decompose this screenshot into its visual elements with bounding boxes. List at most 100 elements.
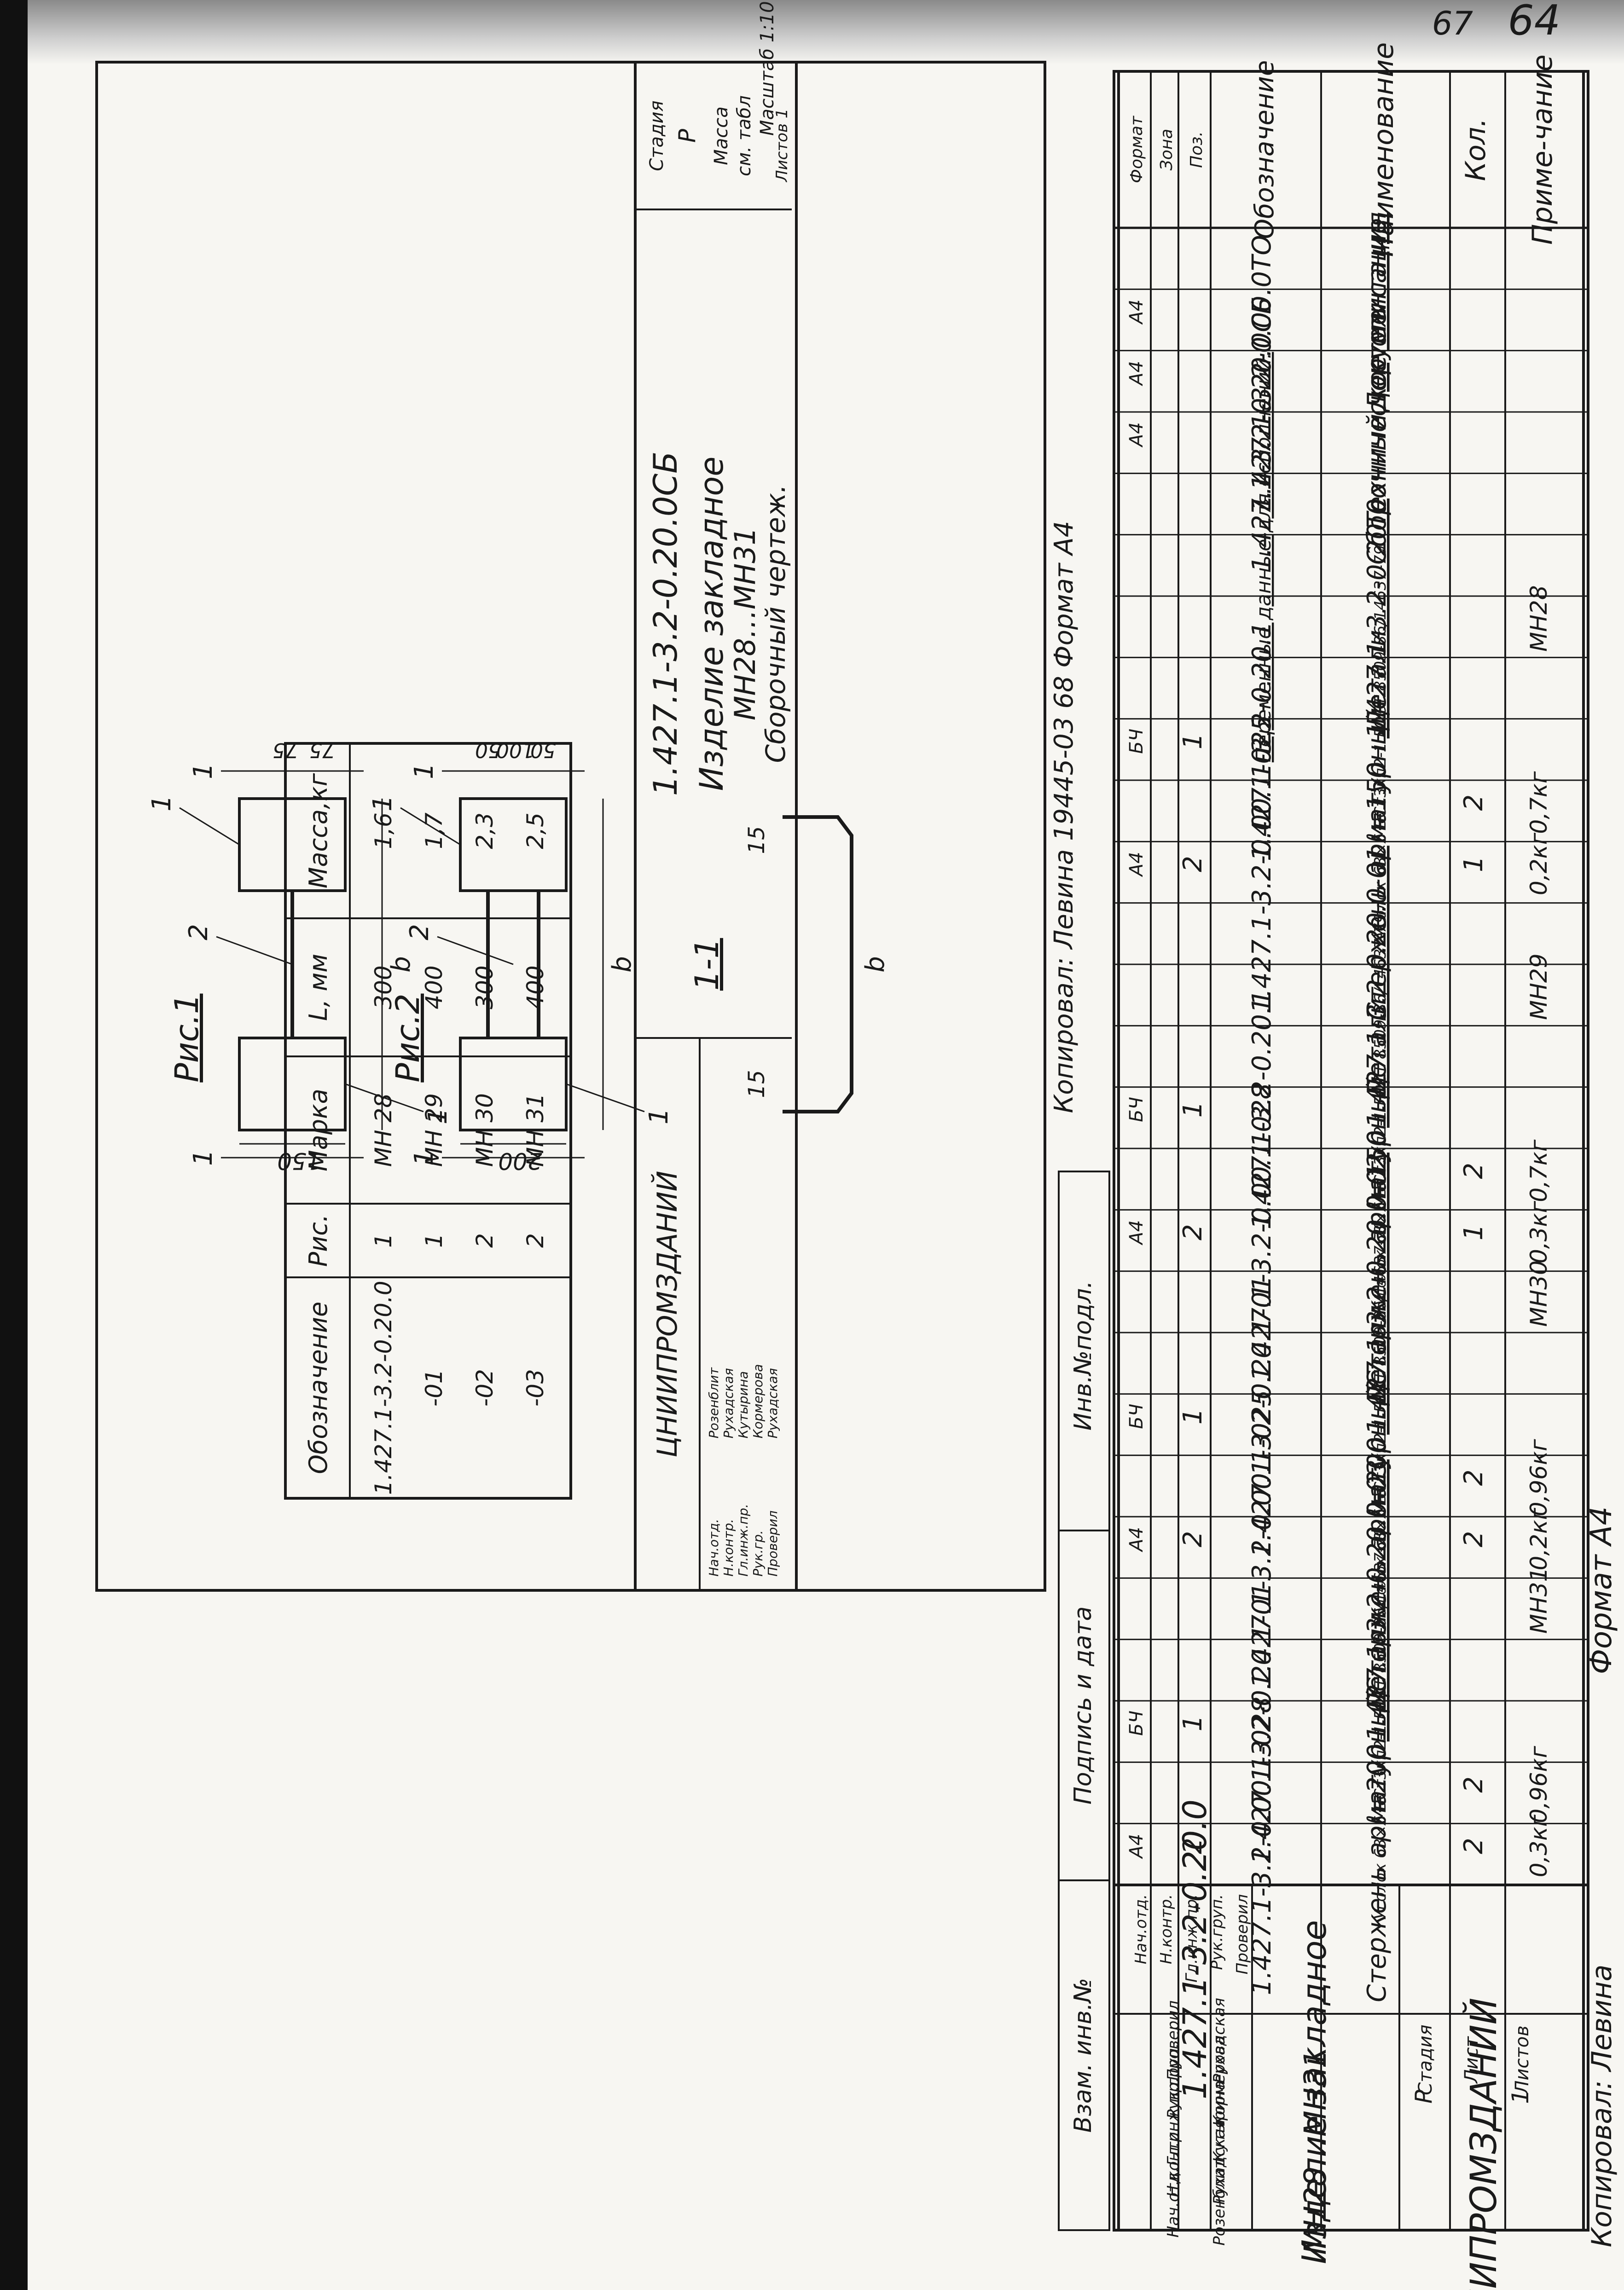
leader	[216, 936, 293, 965]
stamp-label: Взам. инв.№	[1069, 1978, 1097, 2133]
spec-title-block	[1113, 1884, 1589, 2232]
spec-cell-pos: 1	[1178, 1408, 1208, 1425]
spec-cell-note: МН31	[1525, 1567, 1552, 1634]
spec-cell-name: 1.427.1-3.2-0.20.0-03	[1362, 1460, 1392, 1742]
spec-cell-name: Стержень арматурный	[1362, 1690, 1392, 2002]
spec-tb-role: Проверил	[1233, 1894, 1252, 1974]
spec-cell-note: 0,96кг	[1525, 1745, 1552, 1823]
spec-tb-name-left: Рухадская	[1210, 2119, 1229, 2205]
spec-cell-name: ℓ=150	[1362, 762, 1392, 844]
spec-cell-qty: 1	[1459, 856, 1489, 872]
spec-tb-sheets: 1	[1507, 2089, 1534, 2104]
leader	[437, 936, 514, 965]
spec-header-qty: Кол.	[1460, 118, 1492, 181]
spec-cell-fmt: БЧ	[1126, 729, 1147, 754]
drawing-tb-code: 1.427.1-3.2-0.20.0СБ	[647, 452, 684, 796]
drawing-tb-name: Кутырина	[736, 1371, 751, 1438]
spec-cell-name: Уголок 63×5 ВСт3кп2-1 ГОСТ 8509-86/14637…	[1371, 545, 1390, 938]
spec-cell-des: 1.427.1-3.2-0.20.0СБ	[1247, 296, 1277, 572]
spec-cell-name: Уголок 63×5 ВСт3кп2-1 ГОСТ 8509-86/14637…	[1371, 1527, 1390, 1919]
spec-cell-des: 1.427.1-3.2-0.00.1-025	[1247, 715, 1277, 1013]
leader-2: 2	[184, 924, 214, 940]
spec-cell-name: ℓ=200	[1362, 1437, 1392, 1519]
spec-cell-qty: 2	[1459, 1163, 1489, 1179]
spec-cell-note: МН30	[1525, 1260, 1552, 1327]
spec-cell-fmt: БЧ	[1126, 1404, 1147, 1429]
drawing-tb-role: Н.контр.	[721, 1519, 736, 1577]
leader-1: 1	[644, 1108, 674, 1125]
spec-cell-note: 0,7кг	[1525, 771, 1552, 834]
spec-cell-fmt: А4	[1126, 300, 1147, 325]
spec-cell-pos: 2	[1178, 1224, 1208, 1241]
page-number-alt: 67	[1432, 5, 1473, 42]
spec-header-name: Наименование	[1368, 42, 1400, 257]
dim-15: 15	[744, 826, 770, 854]
spec-tb-role: Нач.отд.	[1132, 1894, 1150, 1964]
spec-tb-code: 1.427.1-3.2-0.20.0	[1176, 1799, 1214, 2099]
scan-edge	[0, 0, 28, 2290]
drawing-tb-role: Гл.инж.пр.	[736, 1504, 751, 1577]
dim-small: 75	[309, 738, 335, 762]
spec-cell-name: Детали	[1362, 1612, 1392, 1713]
drawing-tb-org: ЦНИИПРОМЗДАНИЙ	[651, 1171, 684, 1457]
page-number: 64	[1508, 0, 1560, 45]
section-mark: 1	[188, 763, 218, 779]
spec-cell-name: Уголок 63×5 ВСт3кп2-1 ГОСТ 8509-86/14637…	[1371, 913, 1390, 1306]
variants-cell: 1,6	[370, 812, 397, 849]
drawing-frame	[95, 61, 1046, 1592]
leader-1: 1	[368, 795, 398, 812]
dim-small: 100	[496, 738, 535, 762]
spec-cell-qty: 2	[1459, 1776, 1489, 1793]
spec-cell-name: Детали	[1362, 630, 1392, 731]
spec-header-zone: Зона	[1157, 129, 1176, 171]
spec-header-designation: Обозначение	[1250, 60, 1280, 239]
leader-2: 2	[405, 924, 435, 940]
variants-header: Рис.	[304, 1214, 333, 1267]
spec-header-format: Формат	[1127, 116, 1146, 183]
variants-cell: 1	[370, 1233, 397, 1248]
section-mark: 1	[409, 1149, 439, 1166]
spec-cell-name: Сборочный чертеж	[1362, 304, 1392, 564]
section-label: 1-1	[688, 938, 726, 991]
drawing-tb-role: Нач.отд.	[706, 1519, 721, 1577]
spec-tb-stage: Р	[1410, 2089, 1437, 2104]
drawing-tb-sheets: Листов 1	[773, 109, 791, 183]
variants-cell: 2,5	[522, 812, 549, 849]
drawing-tb-name: Рухадская	[721, 1368, 736, 1438]
spec-cell-fmt: А4	[1126, 1527, 1147, 1553]
variants-cell: 1	[421, 1233, 447, 1248]
variants-cell: МН 30	[471, 1093, 498, 1167]
spec-tb-subtitle: МН28…МН31	[1298, 2049, 1333, 2255]
spec-cell-fmt: А4	[1126, 1220, 1147, 1246]
dim-small: 50	[530, 738, 556, 762]
spec-cell-des: 1.427.1-3.2-0.20.1-01	[1247, 1275, 1277, 1558]
spec-tb-role: Гл.инж.пр.	[1183, 1894, 1201, 1983]
variants-cell: 1.427.1-3.2-0.20.0	[370, 1281, 397, 1495]
stamp-label: Подпись и дата	[1069, 1606, 1097, 1805]
dim-b: b	[860, 956, 890, 973]
drawing-copied-by: Копировал: Левина 19445-03 68 Формат А4	[1049, 521, 1079, 1113]
spec-copied-by: Копировал: Левина	[1586, 1965, 1618, 2247]
spec-cell-fmt: А4	[1126, 361, 1147, 387]
variants-cell: 2,3	[471, 812, 498, 849]
spec-cell-pos: 2	[1178, 1838, 1208, 1855]
spec-cell-fmt: А4	[1126, 422, 1147, 448]
dim-text: 200	[498, 1148, 542, 1174]
variants-cell: -03	[522, 1369, 549, 1407]
spec-cell-des: 1.427.1-3.2-0.00.1-025	[1247, 1390, 1277, 1688]
spec-cell-qty: 1	[1459, 1224, 1489, 1241]
variants-cell: 1,7	[421, 812, 447, 849]
spec-cell-note: 0,3кг	[1525, 1815, 1552, 1878]
scan-shadow	[28, 0, 1624, 64]
spec-cell-name: ℓ=150	[1362, 1130, 1392, 1212]
spec-tb-name-left: Рухадская	[1210, 1998, 1229, 2083]
spec-cell-qty: 2	[1459, 794, 1489, 811]
variants-cell: МН 29	[421, 1093, 447, 1167]
drawing-tb-name: Кормерова	[750, 1364, 766, 1438]
spec-tb-role-left: Нач.отд.	[1164, 2168, 1183, 2238]
spec-cell-des: 1.427.1-3.2-0.00.1-028	[1247, 1083, 1277, 1381]
spec-cell-note: 0,96кг	[1525, 1439, 1552, 1517]
